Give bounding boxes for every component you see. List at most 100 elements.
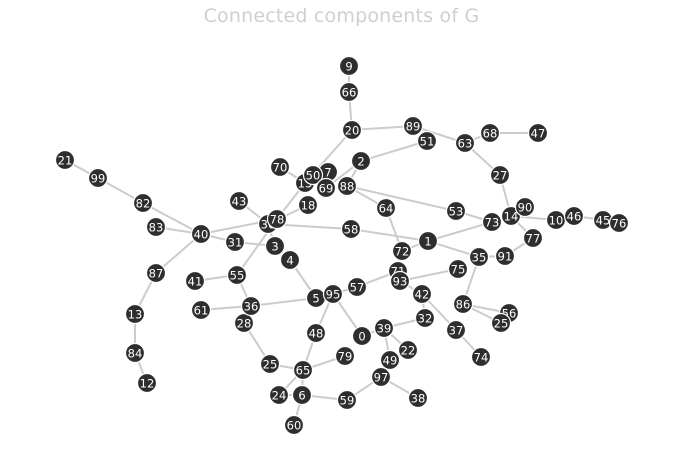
node-label: 72 — [395, 245, 410, 259]
node-label: 59 — [340, 394, 355, 408]
node-circle — [481, 211, 503, 233]
node-5: 5 — [305, 287, 327, 309]
node-label: 25 — [263, 358, 278, 372]
node-circle — [445, 200, 467, 222]
node-circle — [228, 190, 250, 212]
node-61: 61 — [190, 299, 212, 321]
node-label: 10 — [549, 214, 564, 228]
node-circle — [351, 325, 373, 347]
node-circle — [240, 295, 262, 317]
node-66: 66 — [338, 81, 360, 103]
node-circle — [397, 339, 419, 361]
node-label: 48 — [309, 327, 324, 341]
node-circle — [336, 175, 358, 197]
node-circle — [454, 132, 476, 154]
node-label: 2 — [357, 155, 364, 169]
node-51: 51 — [416, 130, 438, 152]
node-27: 27 — [489, 164, 511, 186]
node-13: 13 — [124, 303, 146, 325]
node-label: 90 — [518, 201, 533, 215]
node-circle — [407, 387, 429, 409]
node-circle — [563, 205, 585, 227]
node-label: 39 — [377, 322, 392, 336]
node-87: 87 — [145, 262, 167, 284]
node-2: 2 — [350, 150, 372, 172]
node-circle — [391, 240, 413, 262]
node-45: 45 — [592, 209, 614, 231]
node-circle — [445, 319, 467, 341]
node-label: 37 — [449, 324, 464, 338]
node-50: 50 — [302, 164, 324, 186]
node-label: 13 — [128, 308, 143, 322]
node-95: 95 — [322, 283, 344, 305]
node-22: 22 — [397, 339, 419, 361]
node-37: 37 — [445, 319, 467, 341]
node-circle — [269, 156, 291, 178]
node-label: 49 — [383, 354, 398, 368]
node-circle — [402, 115, 424, 137]
node-label: 87 — [149, 267, 164, 281]
edge-20-89 — [351, 125, 414, 131]
node-97: 97 — [370, 366, 392, 388]
node-circle — [87, 167, 109, 189]
node-53: 53 — [445, 200, 467, 222]
node-circle — [479, 122, 501, 144]
node-label: 27 — [493, 169, 508, 183]
node-circle — [259, 353, 281, 375]
node-circle — [297, 194, 319, 216]
node-label: 79 — [338, 350, 353, 364]
node-circle — [346, 276, 368, 298]
node-label: 88 — [340, 180, 355, 194]
node-46: 46 — [563, 205, 585, 227]
node-circle — [514, 196, 536, 218]
node-circle — [291, 384, 313, 406]
node-circle — [522, 227, 544, 249]
node-label: 0 — [358, 330, 365, 344]
node-circle — [224, 231, 246, 253]
edge-1-73 — [427, 221, 493, 242]
node-circle — [145, 216, 167, 238]
node-label: 3 — [271, 240, 278, 254]
node-label: 42 — [415, 288, 430, 302]
node-circle — [379, 349, 401, 371]
node-label: 89 — [406, 120, 421, 134]
node-circle — [411, 283, 433, 305]
node-20: 20 — [341, 119, 363, 141]
node-43: 43 — [228, 190, 250, 212]
node-label: 91 — [498, 250, 513, 264]
node-circle — [338, 55, 360, 77]
node-label: 1 — [424, 235, 431, 249]
node-24: 24 — [268, 384, 290, 406]
node-label: 77 — [526, 232, 541, 246]
node-21: 21 — [54, 149, 76, 171]
node-77: 77 — [522, 227, 544, 249]
node-25: 25 — [490, 312, 512, 334]
node-88: 88 — [336, 175, 358, 197]
node-label: 53 — [449, 205, 464, 219]
edge-88-53 — [346, 185, 457, 212]
node-47: 47 — [527, 122, 549, 144]
node-circle — [417, 230, 439, 252]
node-circle — [124, 342, 146, 364]
node-99: 99 — [87, 167, 109, 189]
node-label: 25 — [494, 317, 509, 331]
node-label: 12 — [140, 377, 155, 391]
node-label: 86 — [456, 298, 471, 312]
node-circle — [470, 346, 492, 368]
node-label: 82 — [136, 197, 151, 211]
node-circle — [338, 81, 360, 103]
node-circle — [341, 119, 363, 141]
node-6: 6 — [291, 384, 313, 406]
node-label: 84 — [128, 347, 143, 361]
node-79: 79 — [334, 345, 356, 367]
node-circle — [334, 345, 356, 367]
node-label: 40 — [194, 228, 209, 242]
node-label: 60 — [287, 419, 302, 433]
node-label: 63 — [458, 137, 473, 151]
node-circle — [292, 359, 314, 381]
node-32: 32 — [414, 307, 436, 329]
node-label: 58 — [344, 223, 359, 237]
node-label: 46 — [567, 210, 582, 224]
node-55: 55 — [226, 264, 248, 286]
